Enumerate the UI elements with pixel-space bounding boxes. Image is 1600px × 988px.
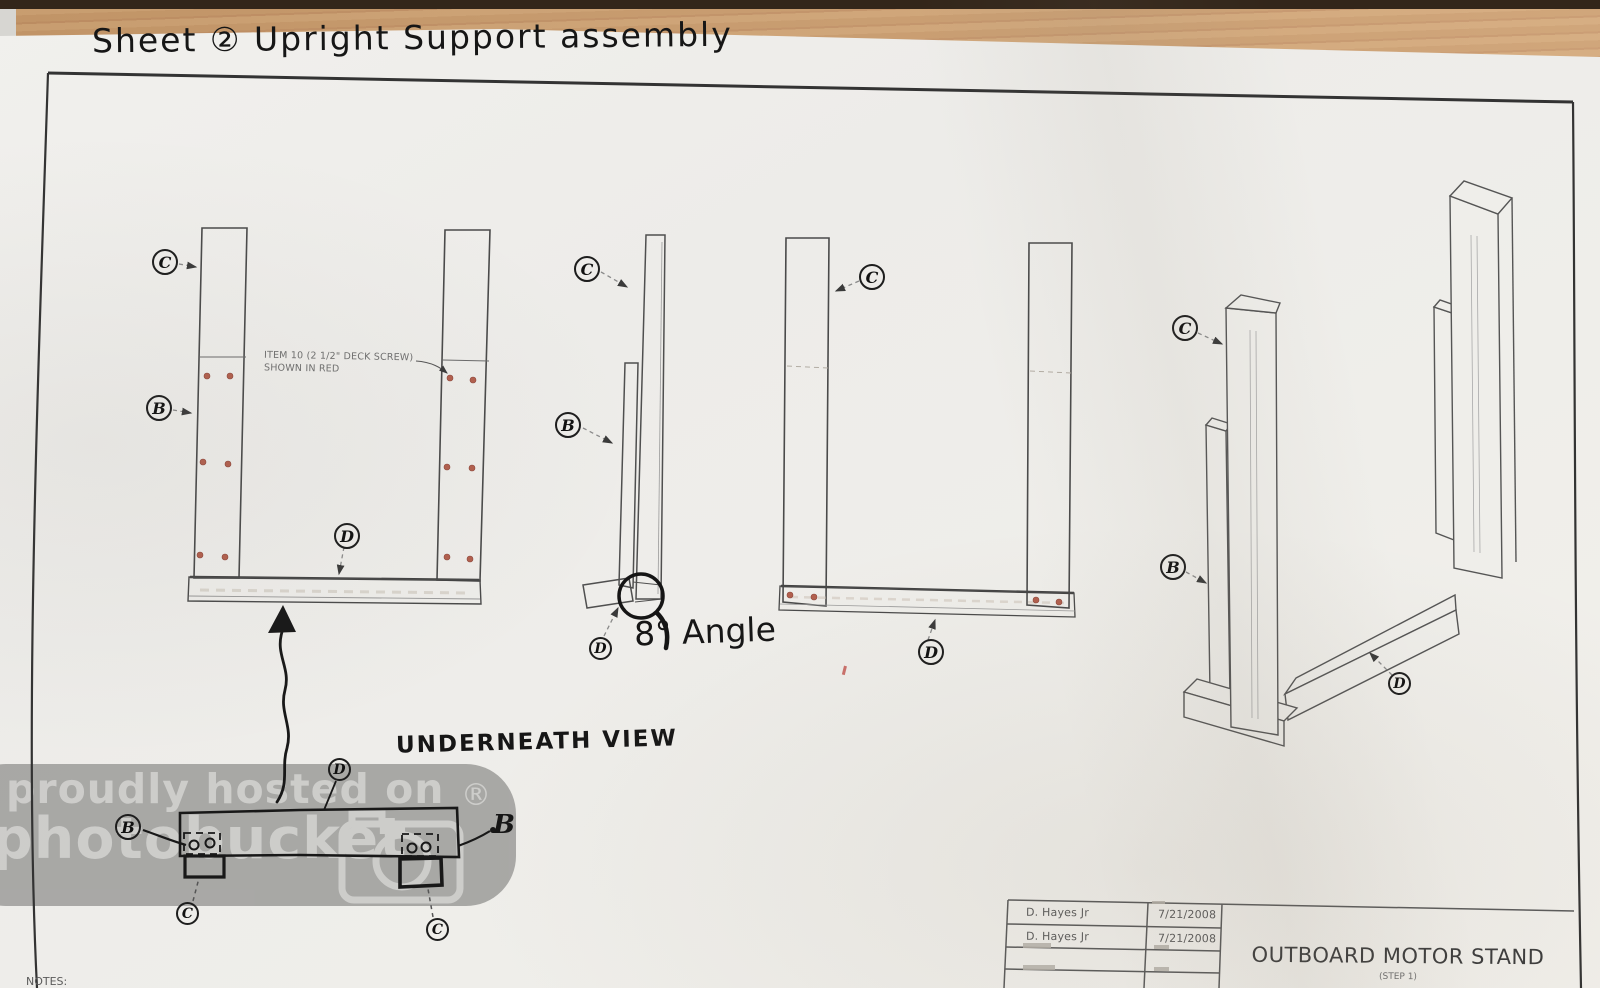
isometric-view-leaders [1185, 332, 1393, 676]
watermark-line1: proudly hosted on [6, 765, 445, 813]
front-view-label-c: C [152, 249, 178, 275]
front-view-label-b: B [146, 395, 172, 421]
sketch-label-c-left: C [176, 902, 199, 925]
notes-label: NOTES: [26, 975, 68, 988]
back-view-label-c: C [859, 264, 885, 290]
iso-view-label-c: C [1172, 315, 1198, 341]
front-view-leaders [172, 261, 448, 576]
iso-view-label-d: D [1388, 672, 1411, 695]
underneath-view-sketch [142, 780, 496, 918]
front-view [187, 227, 491, 605]
desk-edge [0, 0, 1600, 9]
sheet-border [30, 71, 1583, 988]
registered-trademark-icon: ® [461, 778, 491, 813]
sketch-label-b-right: B [493, 810, 515, 840]
side-view-label-d: D [589, 637, 612, 660]
front-view-label-d: D [334, 523, 360, 549]
back-view-leaders [834, 280, 936, 641]
sheet-title: Sheet ② Upright Support assembly [91, 14, 733, 61]
back-view-label-d: D [918, 639, 944, 665]
title-block-faint-labels [1023, 901, 1169, 971]
titleblock-title: OUTBOARD MOTOR STAND [1251, 942, 1545, 970]
titleblock-date-row1: 7/21/2008 [1157, 907, 1217, 922]
front-view-deck-screws [196, 372, 477, 563]
magnifier-annotation [617, 572, 670, 651]
sketch-label-b-left: B [115, 814, 141, 840]
item-note-line2: SHOWN IN RED [263, 362, 340, 375]
wavy-arrow [268, 605, 296, 804]
sketch-label-c-right: C [426, 918, 449, 941]
side-view-label-c: C [574, 256, 600, 282]
photobucket-watermark: proudly hosted on photobucket ® [0, 764, 516, 906]
titleblock-date-row2: 7/21/2008 [1157, 931, 1217, 946]
side-view-leaders [582, 271, 629, 637]
angle-note: 8° Angle [633, 609, 777, 654]
side-view-label-b: B [555, 412, 581, 438]
iso-view-label-b: B [1160, 554, 1186, 580]
back-view [778, 237, 1076, 618]
back-view-deck-screws [786, 591, 1063, 606]
stray-red-mark [841, 665, 847, 676]
titleblock-name-row2: D. Hayes Jr [1025, 929, 1090, 944]
title-block-lines [1003, 899, 1575, 988]
isometric-view [1182, 180, 1517, 747]
titleblock-name-row1: D. Hayes Jr [1025, 905, 1090, 920]
sketch-label-d: D [328, 758, 351, 781]
side-view [582, 234, 666, 609]
